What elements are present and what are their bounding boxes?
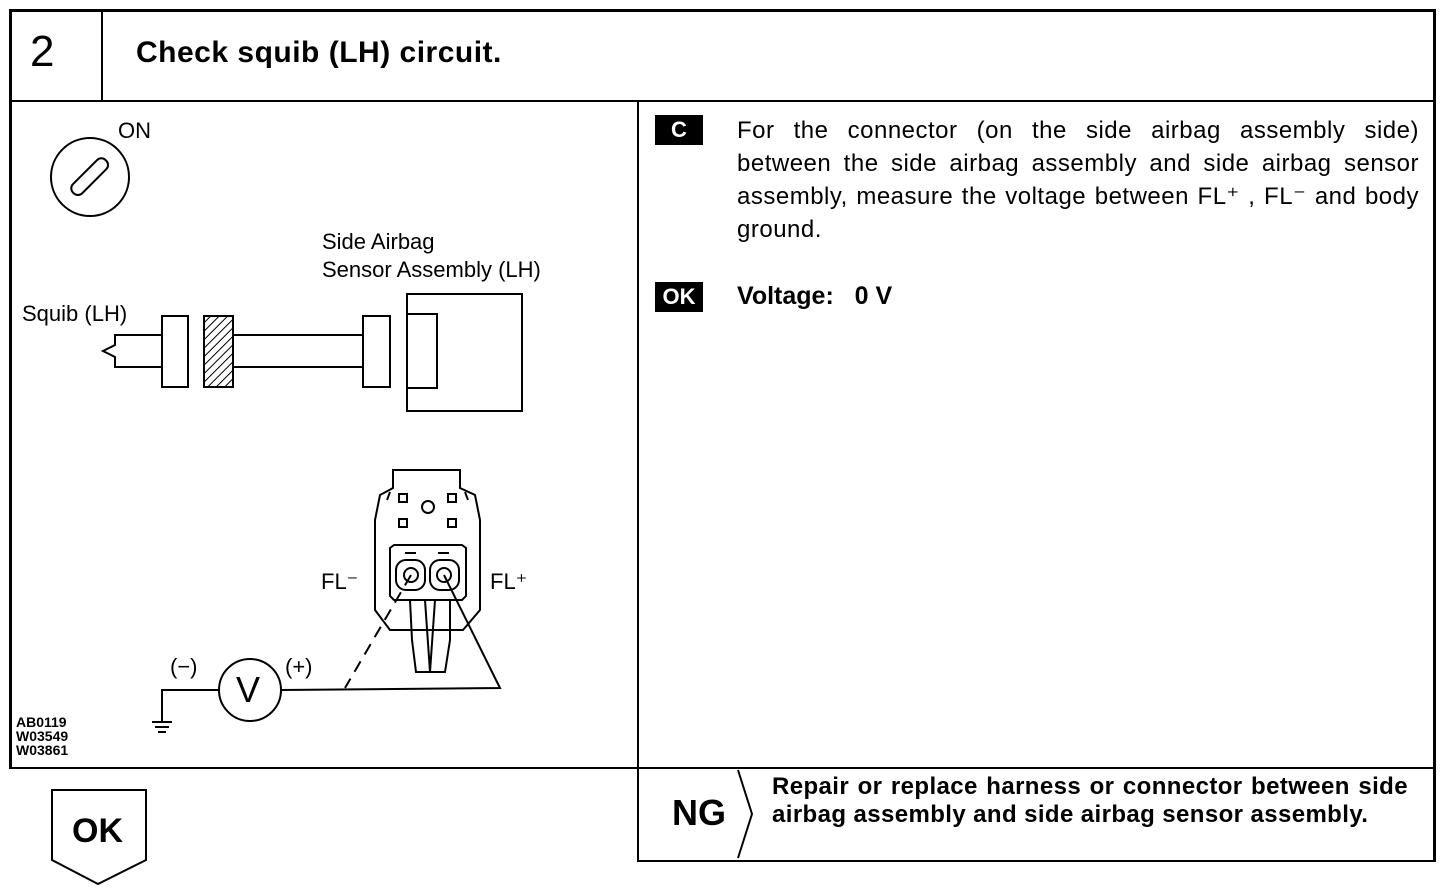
figure-code: W03549: [16, 728, 69, 744]
instruction-text: For the connector (on the side airbag as…: [737, 117, 1419, 243]
spec-text: Voltage: 0 V: [737, 282, 893, 310]
fl-minus-label: FL⁻: [321, 569, 359, 594]
meter-symbol: V: [236, 669, 261, 710]
frame-left: [9, 9, 12, 769]
figure-bottom: [9, 767, 639, 769]
sensor-label-line2: Sensor Assembly (LH): [322, 257, 541, 282]
connector-face-icon: [374, 469, 481, 673]
ok-label: OK: [72, 812, 123, 850]
test-leads: [152, 574, 502, 733]
voltmeter-icon: [218, 658, 282, 722]
sensor-label-line1: Side Airbag: [322, 229, 435, 254]
figure-divider: [637, 100, 639, 862]
squib-label: Squib (LH): [22, 301, 128, 326]
step-number-divider: [101, 9, 103, 102]
step-title: Check squib (LH) circuit.: [136, 36, 502, 69]
frame-right: [1433, 9, 1436, 862]
check-badge: C: [655, 115, 703, 145]
meter-plus-label: (+): [285, 654, 313, 679]
step-number: 2: [30, 27, 55, 76]
ok-arrow-icon: [51, 789, 147, 886]
figure-code: W03861: [16, 742, 69, 758]
frame-top: [9, 9, 1435, 12]
ng-box-bottom: [637, 860, 1436, 862]
ng-arrow-icon: [737, 769, 754, 859]
ok-spec-badge: OK: [655, 282, 703, 312]
fl-plus-label: FL⁺: [490, 569, 528, 594]
ignition-on-label: ON: [118, 118, 151, 143]
ng-label: NG: [672, 792, 726, 833]
meter-minus-label: (−): [170, 654, 198, 679]
ng-box-top: [637, 767, 1436, 769]
ng-action-text: Repair or replace harness or connector b…: [772, 773, 1408, 828]
header-divider: [9, 100, 1435, 102]
wiring-diagram: [50, 137, 523, 733]
squib-harness: [100, 315, 391, 388]
ignition-switch-icon: [50, 137, 130, 217]
figure-code: AB0119: [16, 714, 67, 730]
figure-codes: AB0119 W03549 W03861: [16, 715, 68, 757]
sensor-assembly: [406, 293, 523, 412]
